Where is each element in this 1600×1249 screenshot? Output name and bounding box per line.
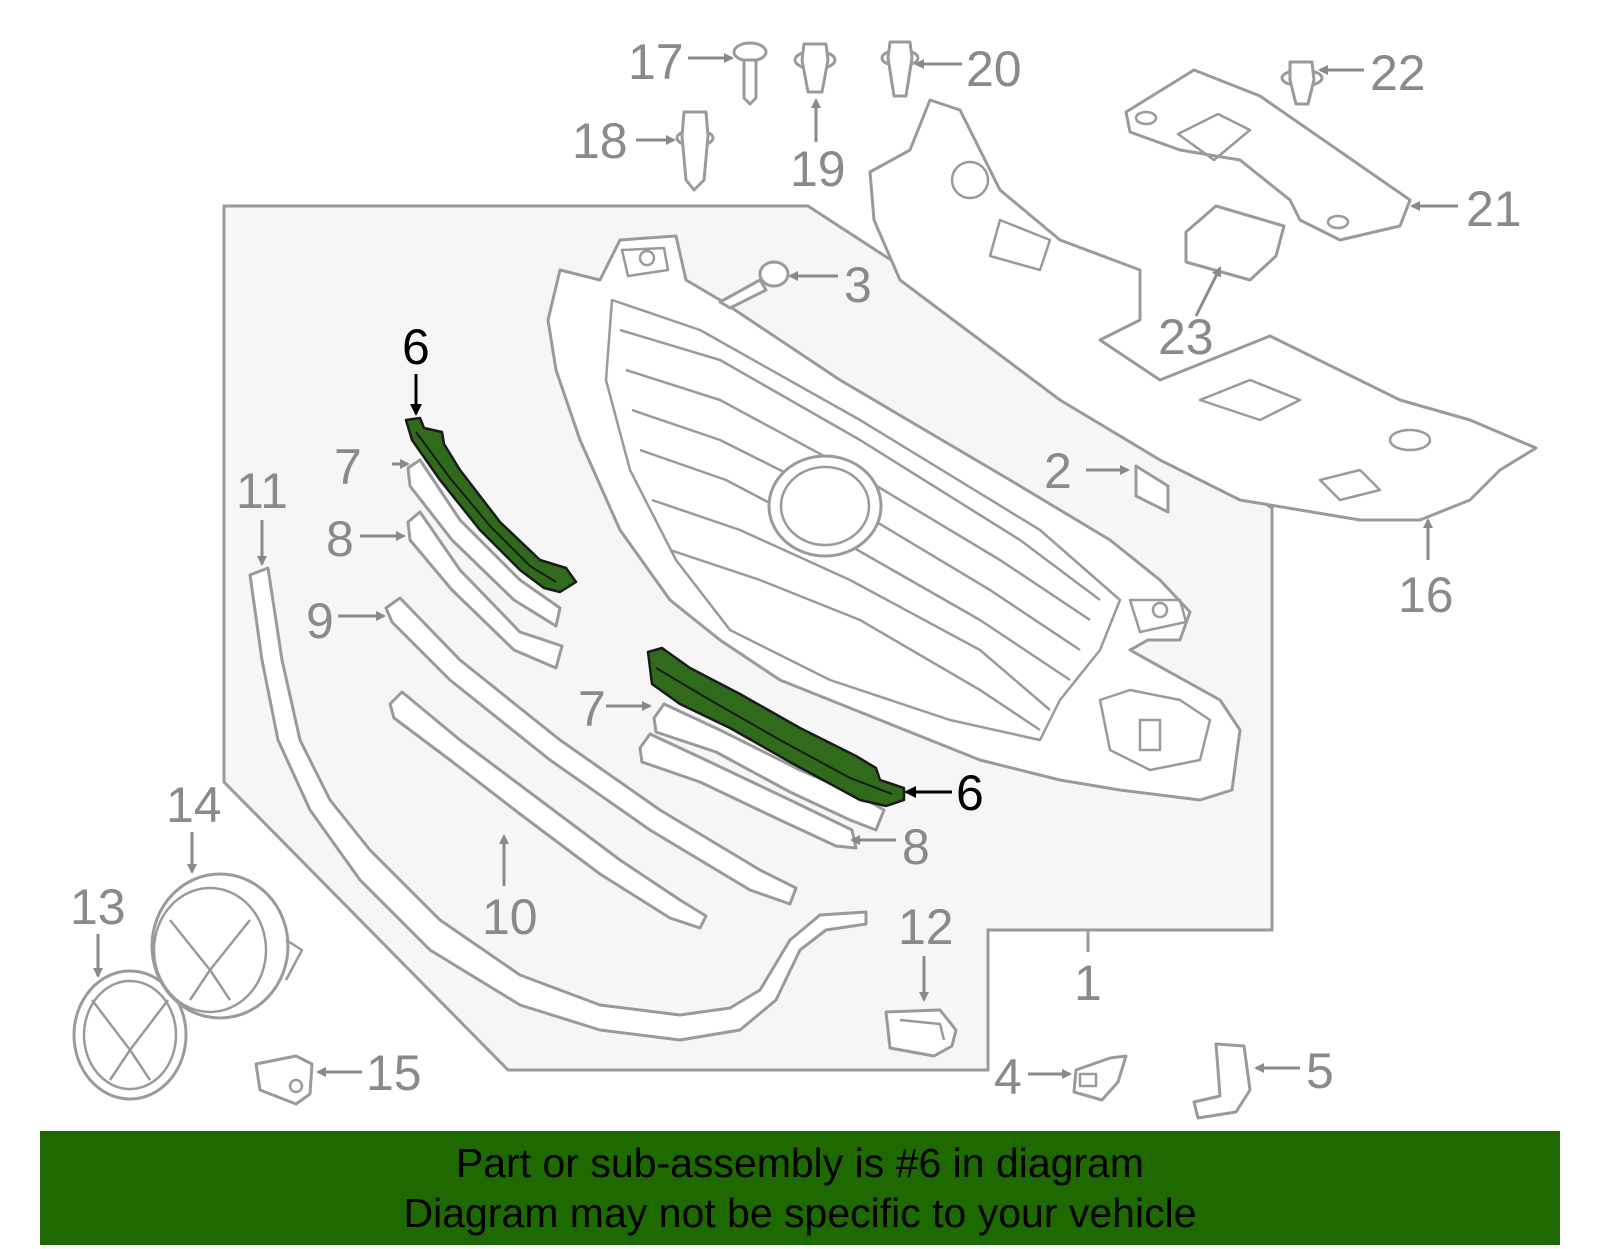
banner-line-1: Part or sub-assembly is #6 in diagram <box>455 1140 1145 1186</box>
part-3-screw <box>718 260 790 310</box>
callout-14: 14 <box>166 777 222 833</box>
callout-4: 4 <box>994 1049 1022 1105</box>
callout-17: 17 <box>628 34 684 90</box>
part-7-bar-lower <box>652 702 886 832</box>
info-banner: Part or sub-assembly is #6 in diagram Di… <box>40 1131 1560 1245</box>
part-17-screw <box>732 41 768 106</box>
part-13-emblem <box>72 969 188 1101</box>
part-19-clip <box>793 42 837 94</box>
part-12-bracket <box>884 1008 958 1058</box>
part-11-trim <box>248 566 868 1042</box>
part-14-emblem-base <box>150 872 304 1020</box>
callout-2: 2 <box>1044 443 1072 499</box>
callout-7-upper: 7 <box>334 439 362 495</box>
callout-6-lower: 6 <box>956 765 984 821</box>
callout-19: 19 <box>790 141 846 197</box>
callout-22: 22 <box>1370 45 1426 101</box>
part-23-block <box>1184 204 1286 282</box>
callout-16: 16 <box>1398 567 1454 623</box>
callout-6-upper: 6 <box>402 319 430 375</box>
part-22-clip <box>1280 60 1324 106</box>
part-20-clip <box>880 40 920 98</box>
part-8-bar-lower <box>638 732 858 850</box>
leader-arrows <box>93 53 1458 1079</box>
part-7-bar-upper <box>406 458 562 628</box>
callout-21: 21 <box>1466 181 1522 237</box>
callout-13: 13 <box>70 879 126 935</box>
callout-23: 23 <box>1158 309 1214 365</box>
main-grille <box>546 234 1242 802</box>
part-2-pad <box>1134 464 1170 514</box>
part-4-clip <box>1072 1054 1128 1102</box>
callout-5: 5 <box>1306 1043 1334 1099</box>
callout-15: 15 <box>366 1045 422 1101</box>
part-8-bar-upper <box>406 510 564 670</box>
callout-11: 11 <box>236 463 288 519</box>
callout-20: 20 <box>966 41 1022 97</box>
callout-8-upper: 8 <box>326 511 354 567</box>
callout-8-lower: 8 <box>902 819 930 875</box>
part-9-bar <box>384 596 798 906</box>
part-16-support <box>868 98 1538 522</box>
callout-12: 12 <box>898 899 954 955</box>
callout-3: 3 <box>844 257 872 313</box>
callout-9: 9 <box>306 593 334 649</box>
callout-7-lower: 7 <box>578 681 606 737</box>
part-21-shield <box>1124 68 1412 242</box>
banner-line-2: Diagram may not be specific to your vehi… <box>403 1190 1197 1236</box>
part-18-clip <box>675 110 715 192</box>
callout-1: 1 <box>1074 955 1102 1011</box>
part-10-bar <box>388 690 708 930</box>
callout-18: 18 <box>572 113 628 169</box>
part-6-highlight-upper <box>404 416 578 594</box>
part-15-clip <box>254 1054 314 1106</box>
callout-10: 10 <box>482 889 538 945</box>
part-5-bracket <box>1192 1042 1252 1120</box>
